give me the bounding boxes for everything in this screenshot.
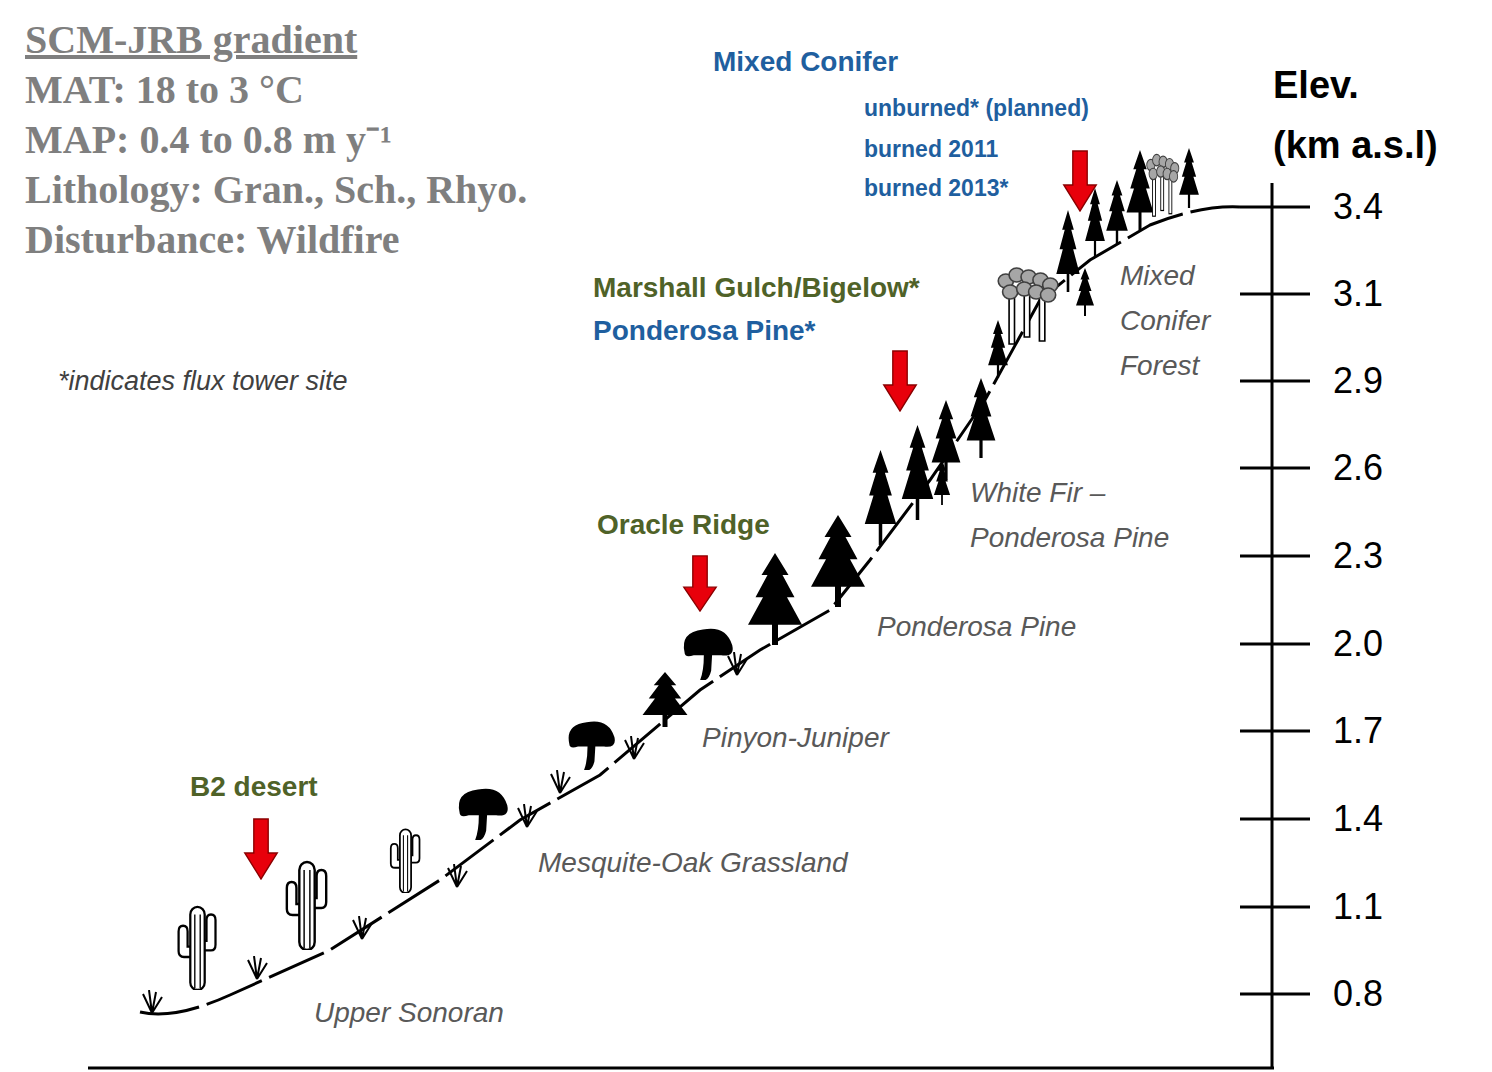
header-line: MAP: 0.4 to 0.8 m y⁻¹ [25, 117, 392, 163]
header-line: Lithology: Gran., Sch., Rhyo. [25, 167, 527, 213]
axis-title: (km a.s.l) [1273, 124, 1438, 167]
tick-label: 1.4 [1333, 798, 1383, 840]
site-label: Marshall Gulch/Bigelow* [593, 272, 920, 304]
site-label: Ponderosa Pine* [593, 315, 816, 347]
axis-ticks [1240, 207, 1310, 994]
zone-label: Pinyon-Juniper [702, 715, 889, 760]
conifer-trees [643, 148, 1199, 727]
zone-label: White Fir – Ponderosa Pine [970, 470, 1210, 560]
oak-trees [459, 629, 733, 840]
tick-label: 0.8 [1333, 973, 1383, 1015]
ground-profile [140, 207, 1240, 1014]
site-label: Mixed Conifer [713, 46, 898, 78]
tick-label: 2.6 [1333, 447, 1383, 489]
zone-label: Mixed Conifer Forest [1120, 253, 1245, 388]
tick-label: 1.1 [1333, 886, 1383, 928]
base-line [88, 1067, 1274, 1070]
tick-label: 3.1 [1333, 273, 1383, 315]
tick-label: 2.3 [1333, 535, 1383, 577]
footnote: *indicates flux tower site [58, 366, 348, 397]
site-label: burned 2013* [864, 175, 1008, 202]
zone-label: Upper Sonoran [314, 990, 504, 1035]
header-line: MAT: 18 to 3 °C [25, 67, 304, 113]
zone-label: Mesquite-Oak Grassland [538, 840, 848, 885]
tick-label: 2.0 [1333, 623, 1383, 665]
elevation-axis [1271, 183, 1274, 1069]
tick-label: 2.9 [1333, 360, 1383, 402]
saguaro-cacti [179, 829, 420, 990]
grass-tufts [143, 652, 747, 1013]
site-label: burned 2011 [864, 136, 998, 163]
chart-title: SCM-JRB gradient [25, 17, 357, 63]
axis-title: Elev. [1273, 64, 1359, 107]
zone-label: Ponderosa Pine [877, 604, 1076, 649]
tick-label: 1.7 [1333, 710, 1383, 752]
site-label: unburned* (planned) [864, 95, 1089, 122]
site-label: B2 desert [190, 771, 318, 803]
tick-label: 3.4 [1333, 186, 1383, 228]
header-line: Disturbance: Wildfire [25, 217, 399, 263]
site-label: Oracle Ridge [597, 509, 770, 541]
